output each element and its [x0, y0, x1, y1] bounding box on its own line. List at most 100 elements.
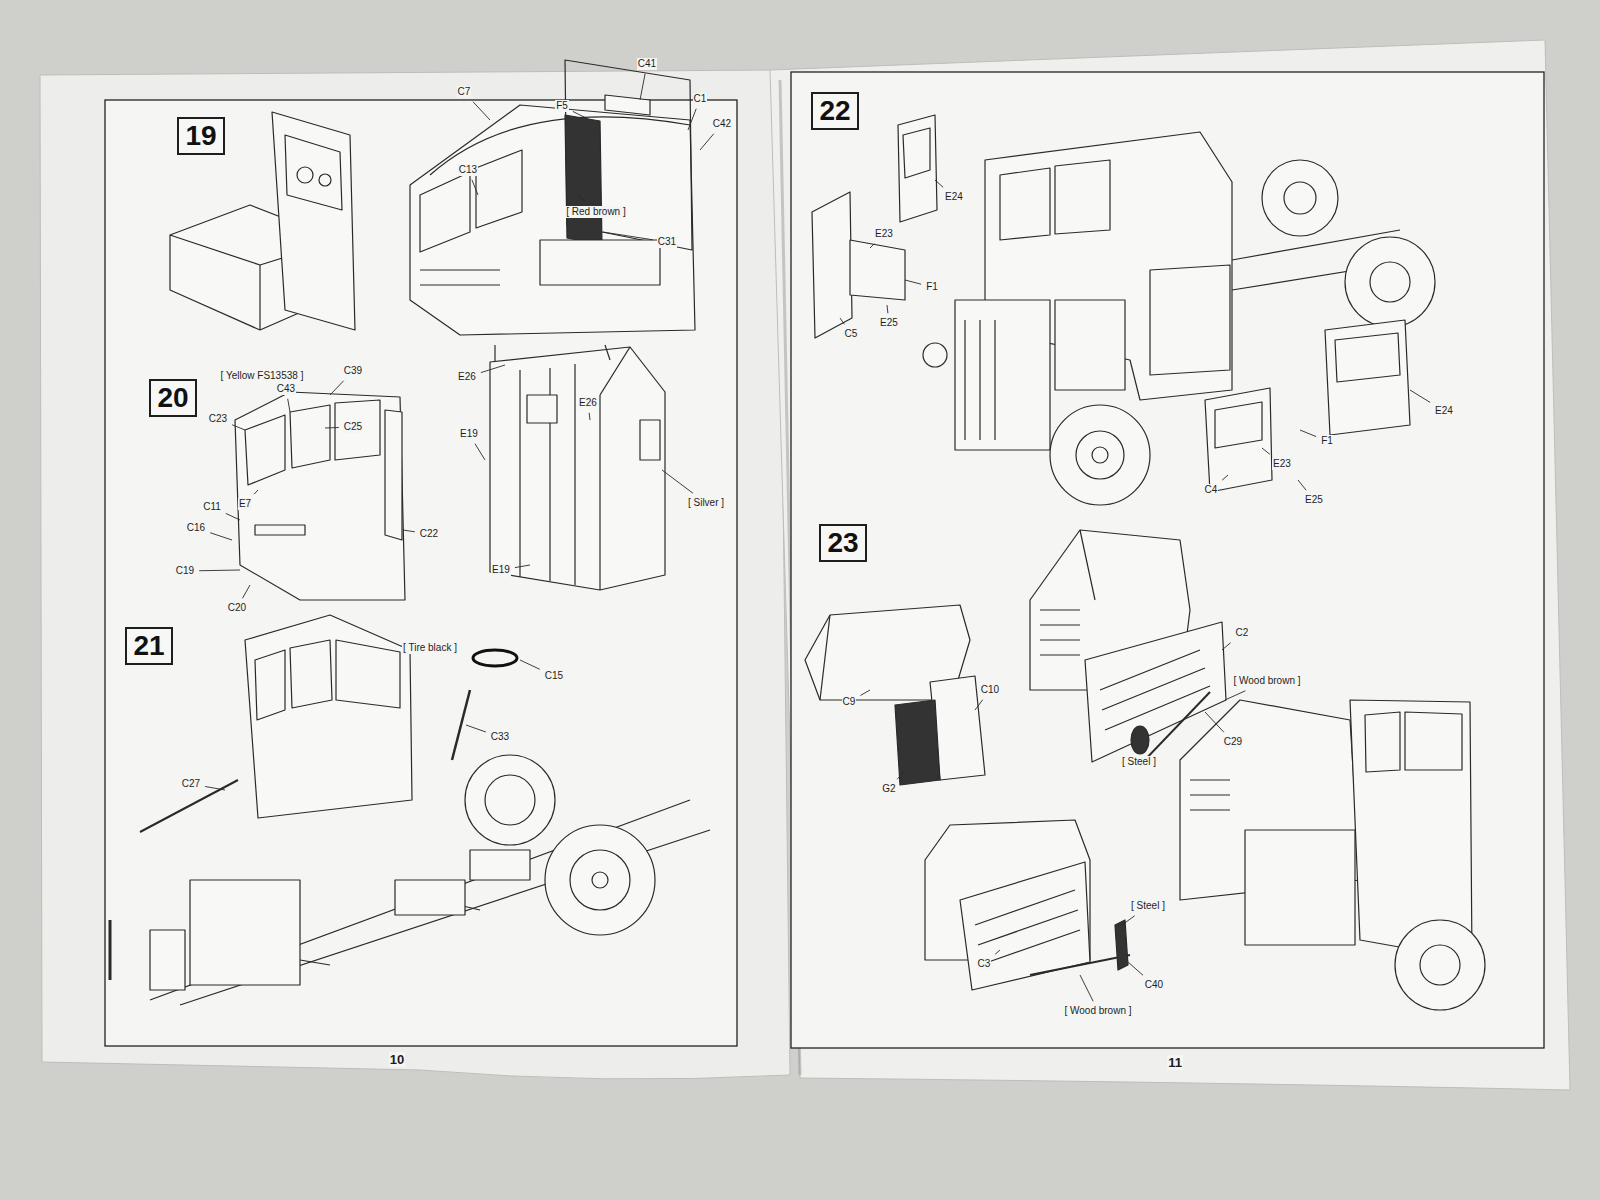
leader-line — [1222, 475, 1228, 480]
paint-note: [ Tire black ] — [402, 642, 458, 654]
leader-line — [905, 280, 921, 284]
leader-line — [1298, 480, 1306, 490]
leader-line — [520, 660, 540, 669]
leader-line — [840, 318, 844, 324]
paint-note: [ Wood brown ] — [1063, 1005, 1132, 1017]
part-label: E26 — [578, 397, 598, 409]
part-label: E25 — [1304, 494, 1324, 506]
leader-line — [935, 180, 943, 187]
part-label: E24 — [1434, 405, 1454, 417]
paint-note: [ Red brown ] — [565, 206, 626, 218]
part-label: E19 — [459, 428, 479, 440]
part-label: C27 — [181, 778, 201, 790]
part-label: C13 — [458, 164, 478, 176]
part-label: C5 — [844, 328, 859, 340]
part-label: C22 — [419, 528, 439, 540]
leader-line — [288, 399, 290, 412]
part-label: C3 — [977, 958, 992, 970]
part-label: C40 — [1144, 979, 1164, 991]
part-label: E26 — [457, 371, 477, 383]
part-label: C2 — [1235, 627, 1250, 639]
leader-line — [475, 444, 485, 460]
part-label: C1 — [693, 93, 708, 105]
leader-line — [1140, 752, 1141, 753]
part-label: F5 — [555, 100, 569, 112]
leader-line — [1080, 975, 1093, 1001]
part-label: C33 — [490, 731, 510, 743]
leader-line — [887, 305, 889, 313]
part-label: E25 — [879, 317, 899, 329]
part-label: C7 — [457, 86, 472, 98]
step-number-box: 20 — [149, 379, 196, 417]
page-number: 11 — [1167, 1055, 1183, 1070]
paint-note: [ Steel ] — [1121, 756, 1157, 768]
leader-line — [1128, 962, 1143, 975]
part-label: G2 — [881, 783, 896, 795]
leader-line — [1205, 712, 1224, 732]
leader-line — [205, 787, 225, 790]
leader-line — [975, 700, 983, 710]
part-label: E24 — [944, 191, 964, 203]
part-label: C25 — [343, 421, 363, 433]
leader-line — [199, 570, 240, 572]
part-label: C29 — [1223, 736, 1243, 748]
part-label: E19 — [491, 564, 511, 576]
step-number-box: 23 — [819, 524, 866, 562]
paint-note: [ Yellow FS13538 ] — [220, 370, 305, 382]
leader-line — [1122, 916, 1135, 925]
part-label: C20 — [227, 602, 247, 614]
leader-line — [515, 565, 530, 568]
step-number: 20 — [157, 382, 188, 414]
leader-line — [232, 425, 245, 430]
leader-line — [254, 490, 258, 494]
page-number: 10 — [389, 1052, 405, 1067]
step-number: 22 — [819, 95, 850, 127]
part-label: F1 — [925, 281, 939, 293]
step-number-box: 19 — [177, 117, 224, 155]
paint-note: [ Silver ] — [687, 497, 725, 509]
leader-line — [578, 195, 586, 202]
leader-line — [226, 513, 240, 520]
leader-line — [662, 470, 693, 493]
part-label: C43 — [276, 383, 296, 395]
leader-line — [403, 530, 415, 532]
step-number: 21 — [133, 630, 164, 662]
leader-line — [573, 111, 590, 120]
paint-note: [ Steel ] — [1130, 900, 1166, 912]
part-label: C15 — [544, 670, 564, 682]
step-number-box: 22 — [811, 92, 858, 130]
leader-line — [1300, 430, 1316, 437]
part-label: C16 — [186, 522, 206, 534]
part-label: C10 — [980, 684, 1000, 696]
step-number-box: 21 — [125, 627, 172, 665]
leader-line — [995, 950, 1000, 954]
leader-line — [473, 102, 490, 120]
leader-line — [1222, 643, 1231, 650]
leader-line — [1262, 448, 1270, 454]
part-label: C9 — [842, 696, 857, 708]
part-label: C42 — [712, 118, 732, 130]
leader-line — [472, 180, 478, 195]
leader-line — [640, 74, 645, 100]
part-label: C11 — [202, 501, 222, 513]
part-label: C4 — [1204, 484, 1219, 496]
part-label: E7 — [238, 498, 252, 510]
step-number: 19 — [185, 120, 216, 152]
part-label: C39 — [343, 365, 363, 377]
leader-line — [897, 770, 905, 779]
part-label: C41 — [637, 58, 657, 70]
leader-line — [860, 690, 870, 695]
leader-line — [603, 232, 653, 240]
leader-line — [1225, 691, 1245, 700]
leader-line — [210, 533, 232, 540]
leader-line — [330, 381, 344, 395]
leader-line — [688, 109, 696, 130]
part-label: C19 — [175, 565, 195, 577]
leader-line — [325, 427, 339, 428]
part-label: F1 — [1320, 435, 1334, 447]
paint-note: [ Wood brown ] — [1232, 675, 1301, 687]
part-label: C31 — [657, 236, 677, 248]
